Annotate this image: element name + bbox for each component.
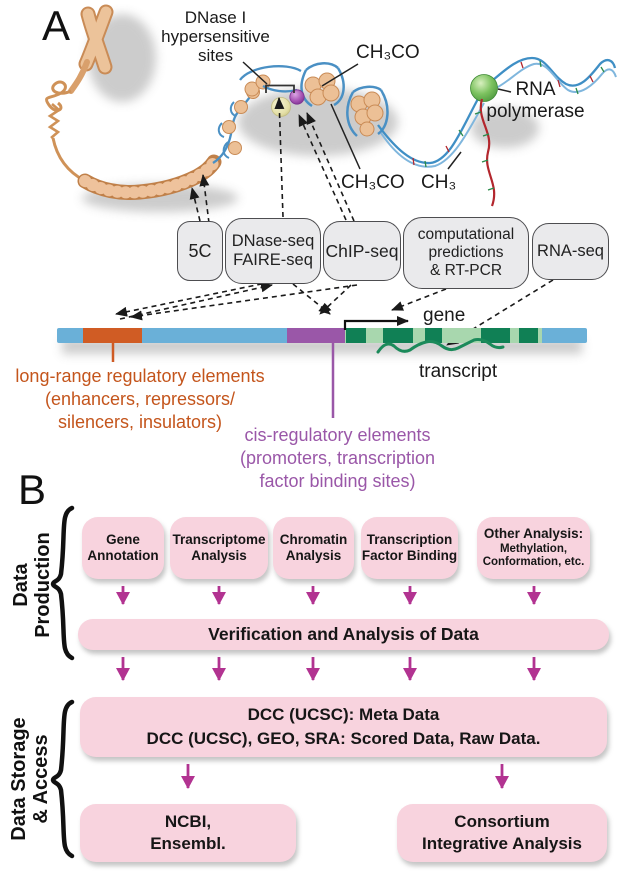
assay-dnase-line2: FAIRE-seq (233, 251, 313, 269)
verification-bar: Verification and Analysis of Data (78, 619, 609, 650)
box-transcriptome-analysis: Transcriptome Analysis (170, 517, 268, 579)
consortium-line2: Integrative Analysis (422, 834, 582, 853)
long-range-elements-note: long-range regulatory elements (enhancer… (5, 365, 275, 434)
ncbi-line2: Ensembl. (150, 834, 226, 853)
assay-comp-line2: predictions (428, 244, 504, 261)
rna-polymerase-label: RNA polymerase (483, 79, 588, 123)
box-gene-annotation: Gene Annotation (82, 517, 164, 579)
side-label-data-storage: Data Storage & Access (8, 704, 52, 854)
side-label-data-production: Data Production (10, 515, 54, 655)
cis-line2: (promoters, transcription (239, 448, 436, 468)
box-other-analysis: Other Analysis: Methylation, Conformatio… (477, 517, 590, 579)
long-range-line1: long-range regulatory elements (15, 366, 265, 386)
rna-pol-line2: polymerase (486, 101, 585, 122)
transcriptome-line2: Analysis (191, 548, 247, 563)
chromatin-line2: Analysis (285, 548, 342, 563)
long-range-line3: silencers, insulators) (57, 412, 223, 432)
other-analysis-line3: Conformation, etc. (482, 556, 585, 569)
box-chromatin-analysis: Chromatin Analysis (273, 517, 354, 579)
verification-bar-label: Verification and Analysis of Data (208, 624, 479, 644)
long-range-line2: (enhancers, repressors/ (44, 389, 236, 409)
dcc-line2: DCC (UCSC), GEO, SRA: Scored Data, Raw D… (146, 729, 541, 748)
gene-body-segment (345, 328, 542, 343)
enhancer-segment (83, 328, 142, 343)
assay-comp-line1: computational (417, 226, 515, 243)
flow-arrows (116, 586, 541, 789)
other-analysis-line1: Other Analysis: (483, 526, 584, 542)
methyl-label: CH₃ (421, 172, 457, 193)
production-line1: Data (10, 563, 32, 607)
acetyl-label-bottom: CH₃CO (341, 172, 405, 193)
transcriptome-line1: Transcriptome (172, 531, 266, 547)
tf-binding-line2: Factor Binding (361, 548, 458, 563)
assay-comp-line3: & RT-PCR (429, 262, 503, 279)
tf-binding-line1: Transcription (366, 531, 453, 547)
dnase-label-line1: DNase I (184, 8, 247, 27)
transcription-factor-yellow (271, 97, 291, 117)
gene-annotation-line2: Annotation (87, 548, 159, 563)
consortium-line1: Consortium (454, 812, 550, 831)
other-analysis-line2: Methylation, (499, 542, 568, 555)
soft-shadows (62, 14, 582, 354)
assay-arrows (115, 97, 554, 346)
transcript-wave (376, 338, 505, 354)
assay-box-chip-seq: ChIP-seq (323, 221, 401, 281)
label-connectors (242, 61, 512, 170)
cis-line3: factor binding sites) (259, 471, 416, 491)
chromatin-fiber (45, 80, 222, 200)
gene-label: gene (423, 305, 466, 326)
production-line2: Production (32, 532, 54, 638)
storage-line2: & Access (30, 734, 52, 824)
box-consortium-analysis: Consortium Integrative Analysis (397, 804, 607, 862)
ncbi-line1: NCBI, (164, 812, 212, 831)
assay-box-5c: 5C (177, 221, 223, 281)
assay-rna-seq-label: RNA-seq (537, 242, 604, 260)
brace-data-storage (50, 699, 75, 859)
assay-chip-label: ChIP-seq (325, 240, 399, 261)
assay-box-computational: computational predictions & RT-PCR (403, 217, 529, 289)
rna-pol-line1: RNA (515, 79, 556, 100)
tss-arrow (343, 316, 409, 330)
assay-box-rna-seq: RNA-seq (532, 223, 609, 280)
storage-line1: Data Storage (8, 717, 30, 841)
promoter-segment (287, 328, 345, 343)
panel-a-label: A (42, 2, 72, 49)
dnase-label-line3: sites (198, 46, 233, 65)
dnase-label-line2: hypersensitive (161, 27, 270, 46)
assay-5c-label: 5C (188, 240, 212, 261)
brace-data-production (50, 505, 75, 661)
assay-dnase-line1: DNase-seq (231, 232, 315, 250)
chromosome (68, 4, 114, 94)
cis-line1: cis-regulatory elements (244, 425, 431, 445)
hypersensitive-bracket (265, 84, 295, 93)
panel-b-label: B (18, 466, 48, 513)
nascent-rna (474, 98, 496, 207)
dcc-storage-bar: DCC (UCSC): Meta Data DCC (UCSC), GEO, S… (80, 697, 607, 757)
transcription-factor-purple (289, 89, 305, 105)
chromatin-line1: Chromatin (279, 531, 348, 547)
assay-box-dnase-faire: DNase-seq FAIRE-seq (225, 218, 321, 284)
cis-regulatory-note: cis-regulatory elements (promoters, tran… (225, 424, 450, 493)
box-ncbi-ensembl: NCBI, Ensembl. (80, 804, 296, 862)
acetyl-label-top: CH₃CO (356, 42, 420, 63)
rna-polymerase-sphere (470, 74, 498, 102)
box-transcription-factor-binding: Transcription Factor Binding (361, 517, 458, 579)
gene-annotation-line1: Gene (106, 531, 140, 547)
exon-blocks (346, 328, 538, 343)
dcc-line1: DCC (UCSC): Meta Data (247, 705, 440, 724)
transcript-label: transcript (419, 361, 498, 382)
genome-track (57, 316, 587, 418)
dna-helix (377, 56, 617, 168)
dnase-hypersensitive-label: DNase I hypersensitive sites (148, 8, 283, 65)
nucleosome-string (212, 62, 389, 164)
